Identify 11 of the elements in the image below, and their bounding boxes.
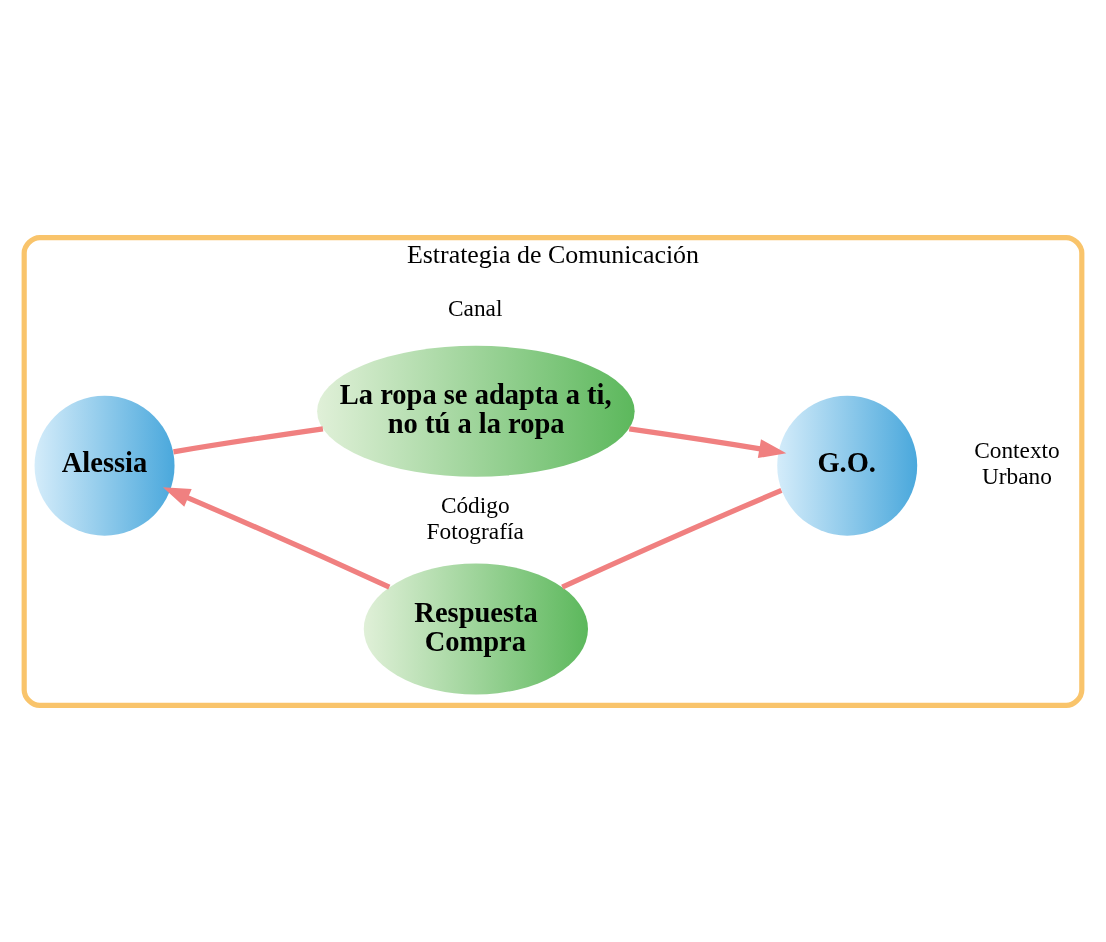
node-label: Contexto Urbano [974,436,1060,489]
connector [561,487,783,589]
connector [173,425,324,454]
node-ellipse: La ropa se adapta a ti, no tú a la ropa [317,345,635,477]
node-label: Código Fotografía [426,491,524,544]
arrow [628,425,787,458]
arrow [162,486,391,589]
node-circle: G.O. [777,395,918,536]
node-label: Canal [448,294,503,321]
node-circle: Alessia [34,395,175,536]
node-ellipse: Respuesta Compra [363,563,588,694]
